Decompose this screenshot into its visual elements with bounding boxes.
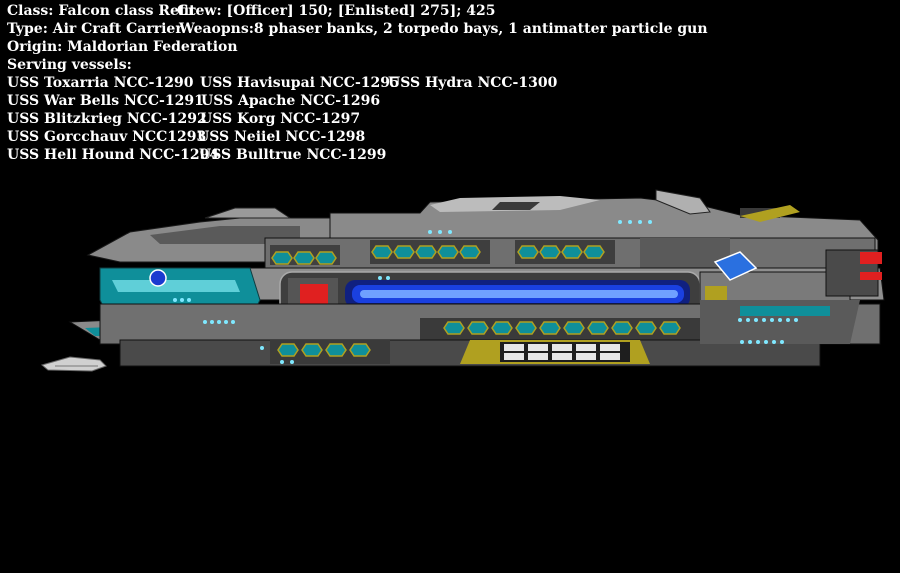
vessel-ncc-1290: USS Toxarria NCC-1290	[7, 75, 194, 91]
vessel-ncc-1299: USS Bulltrue NCC-1299	[199, 147, 387, 163]
crew-label: Crew: [Officer] 150; [Enlisted] 275]; 42…	[177, 3, 496, 19]
class-label: Class: Falcon class Refit	[7, 3, 196, 19]
serving-heading: Serving vessels:	[7, 57, 132, 73]
vessel-ncc-1293: USS Gorcchauv NCC1293	[7, 129, 207, 145]
type-label: Type: Air Craft Carrier	[7, 21, 183, 37]
window-bands	[271, 245, 681, 357]
vessel-ncc-1292: USS Blitzkrieg NCC-1292	[7, 111, 207, 127]
vessel-ncc-1294: USS Hell Hound NCC-1294	[7, 147, 220, 163]
vessel-ncc-1291: USS War Bells NCC-1291	[7, 93, 204, 109]
origin-label: Origin: Maldorian Federation	[7, 39, 238, 55]
main-hull	[68, 189, 885, 367]
hangar-bays	[504, 344, 620, 360]
vessel-ncc-1297: USS Korg NCC-1297	[200, 111, 361, 127]
vessel-ncc-1296: USS Apache NCC-1296	[201, 93, 381, 109]
vessel-ncc-1300: USS Hydra NCC-1300	[388, 75, 558, 91]
running-lights	[173, 220, 798, 364]
vessel-ncc-1295: USS Havisupai NCC-1295	[200, 75, 400, 91]
shuttle-craft	[40, 356, 107, 372]
federation-emblem	[149, 269, 167, 287]
weapons-label: Weaopns:8 phaser banks, 2 torpedo bays, …	[179, 21, 708, 37]
vessel-ncc-1298: USS Neiiel NCC-1298	[197, 129, 366, 145]
